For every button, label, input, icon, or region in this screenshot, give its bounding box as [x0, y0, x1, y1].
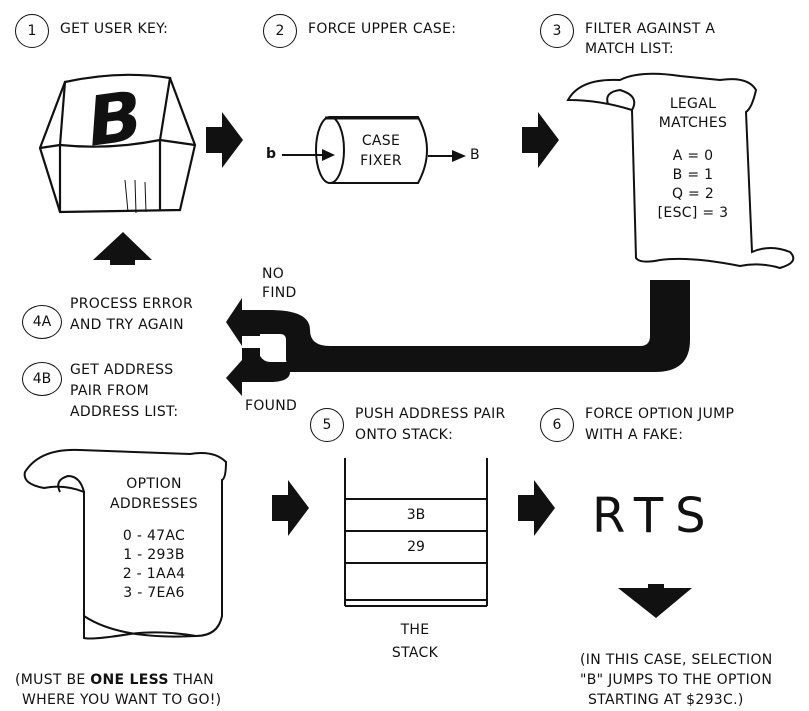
up-arrow-icon: [93, 232, 152, 265]
note-right-line1: (IN THIS CASE, SELECTION: [580, 652, 773, 669]
step-1-circle: 1: [15, 14, 49, 48]
keycap-letter: B: [85, 75, 145, 164]
step-1-label: GET USER KEY:: [60, 21, 168, 38]
note-left-bold: ONE LESS: [90, 672, 168, 688]
step-2-circle: 2: [263, 14, 297, 48]
step-3-label-line2: MATCH LIST:: [585, 41, 674, 58]
step-6-label-line2: WITH A FAKE:: [585, 427, 683, 444]
stack-caption-line2: STACK: [380, 645, 450, 662]
match-list-title-line1: LEGAL: [638, 96, 748, 113]
step-3-label-line1: FILTER AGAINST A: [585, 21, 715, 38]
rts-text: RTS: [592, 488, 718, 544]
step-4a-label-line1: PROCESS ERROR: [70, 296, 193, 313]
note-right-line3: STARTING AT $293C.): [588, 692, 744, 709]
step-4a-label-line2: AND TRY AGAIN: [70, 317, 184, 334]
case-fixer-line1: CASE: [345, 133, 417, 150]
match-list-title-line2: MATCHES: [638, 115, 748, 132]
case-fixer-input: b: [266, 146, 276, 163]
step-4b-label-line3: ADDRESS LIST:: [70, 404, 178, 421]
step-5-label-line1: PUSH ADDRESS PAIR: [355, 406, 506, 423]
step-2-label: FORCE UPPER CASE:: [308, 21, 456, 38]
right-arrow-icon: [272, 480, 309, 536]
no-find-label-line1: NO: [262, 266, 284, 283]
step-4b-label-line2: PAIR FROM: [70, 383, 149, 400]
stack-cell: 29: [345, 531, 487, 563]
step-4b-label-line1: GET ADDRESS: [70, 362, 173, 379]
step-4b-circle: 4B: [22, 362, 62, 396]
right-arrow-icon: [206, 112, 243, 168]
no-find-label-line2: FIND: [262, 285, 297, 302]
stack-caption-line1: THE: [380, 622, 450, 639]
right-arrow-icon: [518, 480, 555, 536]
note-left-line1: (MUST BE ONE LESS THAN: [15, 672, 214, 689]
step-4a-circle: 4A: [22, 305, 62, 339]
address-list-entry: 2 - 1AA4: [90, 566, 218, 583]
case-fixer-line2: FIXER: [345, 153, 417, 170]
right-arrow-icon: [522, 112, 559, 168]
step-6-label-line1: FORCE OPTION JUMP: [585, 406, 734, 423]
match-list-entry: A = 0: [638, 148, 748, 165]
match-list-entry: [ESC] = 3: [638, 205, 748, 222]
case-fixer-cylinder: [316, 117, 427, 183]
note-right-line2: "B" JUMPS TO THE OPTION: [580, 672, 772, 689]
step-3-circle: 3: [540, 14, 574, 48]
note-left-line2: WHERE YOU WANT TO GO!): [22, 692, 221, 709]
address-list-entry: 0 - 47AC: [90, 528, 218, 545]
step-5-label-line2: ONTO STACK:: [355, 427, 453, 444]
address-list-title-line2: ADDRESSES: [90, 496, 218, 513]
address-list-entry: 1 - 293B: [90, 547, 218, 564]
case-fixer-output: B: [470, 147, 480, 164]
step-6-circle: 6: [540, 408, 574, 442]
address-list-entry: 3 - 7EA6: [90, 585, 218, 602]
step-5-circle: 5: [310, 408, 344, 442]
match-list-entry: Q = 2: [638, 186, 748, 203]
stack-cell: 3B: [345, 499, 487, 531]
match-list-entry: B = 1: [638, 167, 748, 184]
found-label: FOUND: [245, 398, 297, 415]
note-left-post: THAN: [169, 672, 214, 688]
down-arrow-icon: [618, 584, 692, 618]
note-left-pre: (MUST BE: [15, 672, 90, 688]
address-list-title-line1: OPTION: [90, 476, 218, 493]
